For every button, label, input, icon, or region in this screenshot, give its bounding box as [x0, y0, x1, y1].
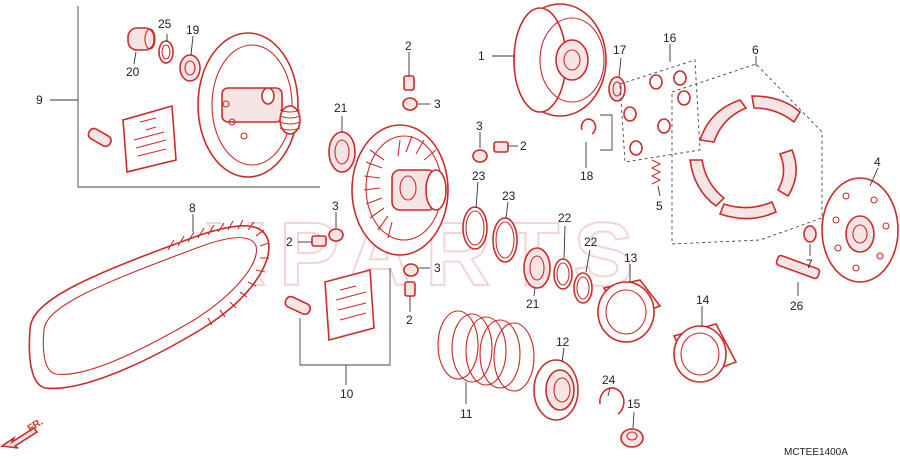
- callout-15: 15: [627, 397, 641, 411]
- label-plate-lower: [324, 268, 375, 342]
- callout-17: 17: [613, 43, 627, 57]
- callout-2b: 2: [286, 235, 293, 249]
- bolt-2-right: [493, 141, 518, 153]
- assembly-box-9: [50, 6, 320, 188]
- callout-22b: 22: [584, 235, 598, 249]
- bolt-2-left: [298, 235, 327, 247]
- part-6-clutch-shoes: [689, 95, 802, 220]
- nut-3-left: [328, 212, 344, 242]
- part-5-spring: [650, 159, 662, 197]
- callout-7: 7: [806, 257, 813, 271]
- callout-10: 10: [340, 387, 354, 401]
- drive-face-upper: [197, 32, 301, 178]
- nut-3-lower: [403, 263, 430, 277]
- bolt-2-lower: [404, 281, 416, 312]
- callout-22a: 22: [558, 211, 572, 225]
- callout-3a: 3: [434, 97, 441, 111]
- callout-3c: 3: [434, 261, 441, 275]
- callout-23a: 23: [472, 169, 486, 183]
- part-15-nut: [620, 411, 644, 448]
- callout-20: 20: [126, 65, 140, 79]
- part-22-o-ring-b: [573, 249, 593, 304]
- part-23-o-ring-b: [492, 201, 518, 263]
- callout-16: 16: [663, 31, 677, 45]
- callout-21b: 21: [526, 297, 540, 311]
- part-22-o-ring-a: [553, 225, 573, 290]
- callout-2d: 2: [520, 139, 527, 153]
- part-17-spacer: [608, 57, 626, 102]
- part-26-bolt: [775, 254, 821, 296]
- part-1-clutch-outer: [492, 3, 607, 117]
- label-plate-upper: [122, 104, 177, 174]
- bolt-2-upper: [403, 52, 415, 91]
- callout-3b: 3: [332, 199, 339, 213]
- callout-4: 4: [874, 155, 881, 169]
- fixed-face-finned: [351, 124, 449, 256]
- callout-2a: 2: [405, 39, 412, 53]
- callout-8: 8: [189, 201, 196, 215]
- callout-23b: 23: [502, 189, 516, 203]
- part-24-clip: [599, 387, 625, 415]
- part-23-o-ring-a: [462, 181, 488, 250]
- callout-6: 6: [752, 43, 759, 57]
- part-21-seal-upper: [328, 116, 356, 173]
- part-18-clip: [580, 118, 597, 168]
- part-13-drum-housing: [597, 264, 662, 343]
- callout-11: 11: [460, 407, 473, 421]
- part-7-collar: [803, 225, 817, 256]
- callout-26: 26: [790, 299, 804, 313]
- callout-14: 14: [696, 293, 710, 307]
- part-14-sleeve: [672, 306, 738, 383]
- pin-lower: [284, 295, 312, 316]
- part-12-seal: [533, 347, 579, 421]
- callout-5: 5: [656, 199, 663, 213]
- callout-1: 1: [478, 49, 485, 63]
- callout-3d: 3: [476, 119, 483, 133]
- callout-13: 13: [624, 251, 638, 265]
- callout-25: 25: [158, 17, 172, 31]
- catalog-code: MCTEE1400A: [784, 447, 848, 458]
- callout-19: 19: [186, 23, 200, 37]
- pin-upper: [87, 127, 112, 148]
- callout-21a: 21: [334, 101, 348, 115]
- part-11-spring: [437, 310, 535, 404]
- callout-18: 18: [580, 169, 594, 183]
- part-21-seal-lower: [523, 247, 551, 297]
- part-20-roller: [127, 27, 156, 65]
- front-direction-arrow: FR.: [0, 417, 45, 449]
- assembly-box-6: [671, 56, 823, 245]
- callout-24: 24: [602, 373, 616, 387]
- nut-3-right: [472, 132, 488, 163]
- assembly-box-16: [600, 44, 701, 163]
- part-8-drive-belt: [28, 219, 270, 390]
- assembly-box-10: [299, 268, 391, 385]
- part-4-clutch-plate: [821, 167, 899, 283]
- callout-2c: 2: [406, 313, 413, 327]
- callout-9: 9: [36, 93, 43, 107]
- part-25-ring: [158, 34, 174, 64]
- part-19-bearing: [179, 35, 201, 82]
- callout-12: 12: [556, 335, 570, 349]
- nut-3-upper: [402, 97, 430, 111]
